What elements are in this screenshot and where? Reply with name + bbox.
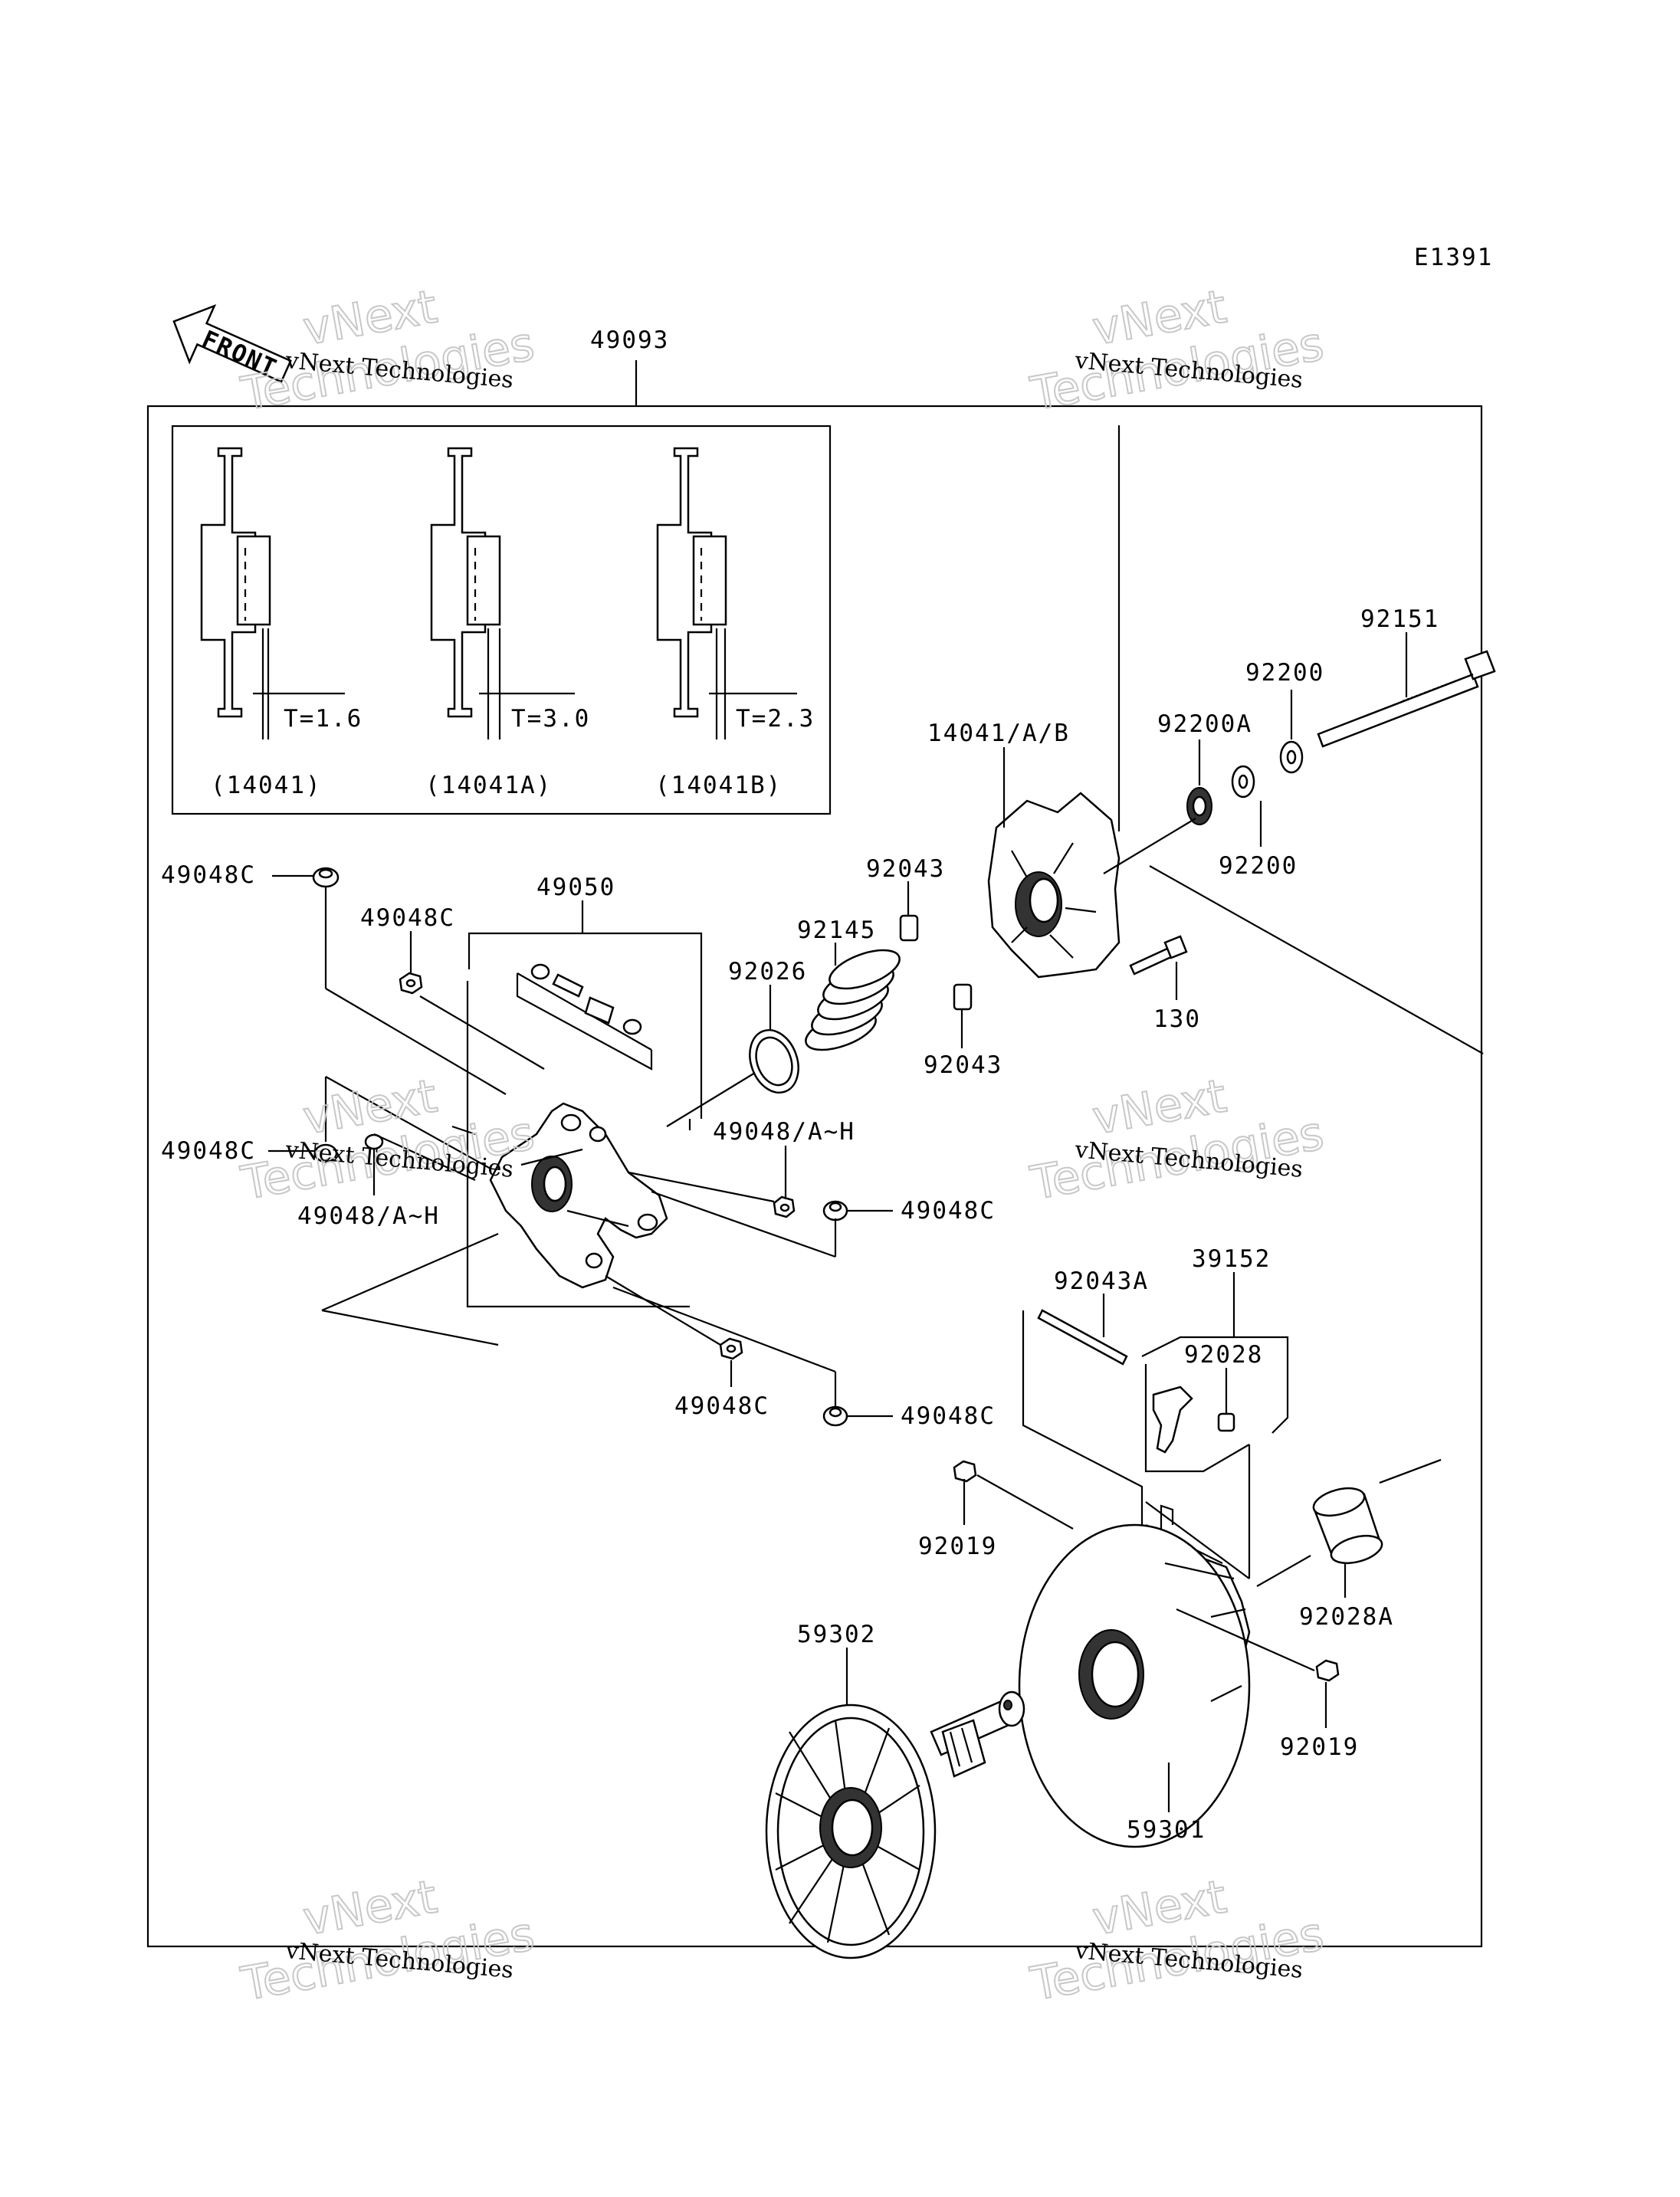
label-92019-1: 92019 [918,1533,997,1560]
watermark-6: vNext Technologies vNext Technologies [1025,1869,1328,2012]
nut-49048C-3 [313,1143,338,1163]
nut-49048C-5 [719,1337,743,1360]
roller-kit-49050 [530,963,642,1035]
label-92151: 92151 [1360,605,1439,633]
pin-92043-top [899,914,919,942]
bushing-92028A [1312,1487,1383,1565]
label-49048AH-1: 49048/A~H [713,1118,855,1146]
diagram-code: E1391 [1414,244,1493,271]
label-92200-bottom: 92200 [1219,852,1298,880]
label-92026: 92026 [728,958,807,985]
nut-49048C-6 [822,1405,848,1427]
watermark-2: vNext Technologies vNext Technologies [1025,279,1328,422]
clutch-sheave-59302 [765,1690,1025,1959]
moveable-sheave-hub [489,1102,668,1289]
label-59301: 59301 [1127,1816,1206,1844]
bolt-130 [1129,935,1188,976]
label-49048AH-2: 49048/A~H [297,1202,440,1230]
cam-arm-39152 [1152,1385,1235,1454]
inset-variant-3 [656,447,797,739]
watermark-1: vNext Technologies vNext Technologies [236,279,539,422]
inset-variant-2 [430,447,575,739]
spider-14041 [987,792,1121,979]
nut-92019-1 [953,1460,977,1483]
inset-variant-1 [200,447,345,739]
watermark-3: vNext Technologies vNext Technologies [236,1068,539,1212]
label-92028: 92028 [1184,1341,1263,1369]
label-49048C-4: 49048C [901,1197,996,1225]
pin-92043-bottom [953,983,973,1011]
watermark-4: vNext Technologies vNext Technologies [1025,1068,1328,1212]
seal-92026 [749,1028,799,1094]
inset-thickness-3: T=2.3 [736,705,815,733]
label-49048C-1: 49048C [161,861,256,889]
label-92043-top: 92043 [866,855,945,883]
label-92200A: 92200A [1157,710,1252,738]
inset-part-3: (14041B) [655,772,782,799]
label-49048C-5: 49048C [674,1392,769,1420]
fixed-sheave-59301 [1018,1523,1251,1848]
label-49048C-2: 49048C [360,904,455,932]
label-49048C-6: 49048C [901,1402,996,1430]
label-49048C-3: 49048C [161,1137,256,1165]
inset-thickness-2: T=3.0 [511,705,590,733]
nut-49048C-1 [312,867,340,888]
nut-49048C-2 [399,972,423,995]
watermark-5: vNext Technologies vNext Technologies [236,1869,539,2012]
label-92028A: 92028A [1299,1603,1394,1631]
label-92019-2: 92019 [1280,1733,1359,1761]
shaft-92043A [1037,1309,1128,1366]
label-92043-bottom: 92043 [924,1051,1002,1079]
label-49050: 49050 [536,874,615,901]
label-92145: 92145 [797,917,876,944]
weight-49048AH-2 [773,1195,796,1218]
inset-frame [171,425,832,815]
label-59302: 59302 [797,1621,876,1648]
bushing-92200A [1186,787,1212,825]
label-14041AB: 14041/A/B [927,720,1070,747]
label-130: 130 [1153,1005,1201,1033]
inset-thickness-1: T=1.6 [284,705,363,733]
label-92200-top: 92200 [1245,659,1324,687]
assembly-label: 49093 [590,326,669,354]
inset-part-2: (14041A) [425,772,552,799]
spring-92145 [805,949,901,1051]
label-92043A: 92043A [1054,1267,1149,1295]
bolt-92151 [1317,650,1496,748]
inset-part-1: (14041) [211,772,322,799]
nut-49048C-4 [822,1200,848,1221]
nut-92019-2 [1315,1659,1340,1682]
label-39152: 39152 [1192,1245,1271,1273]
